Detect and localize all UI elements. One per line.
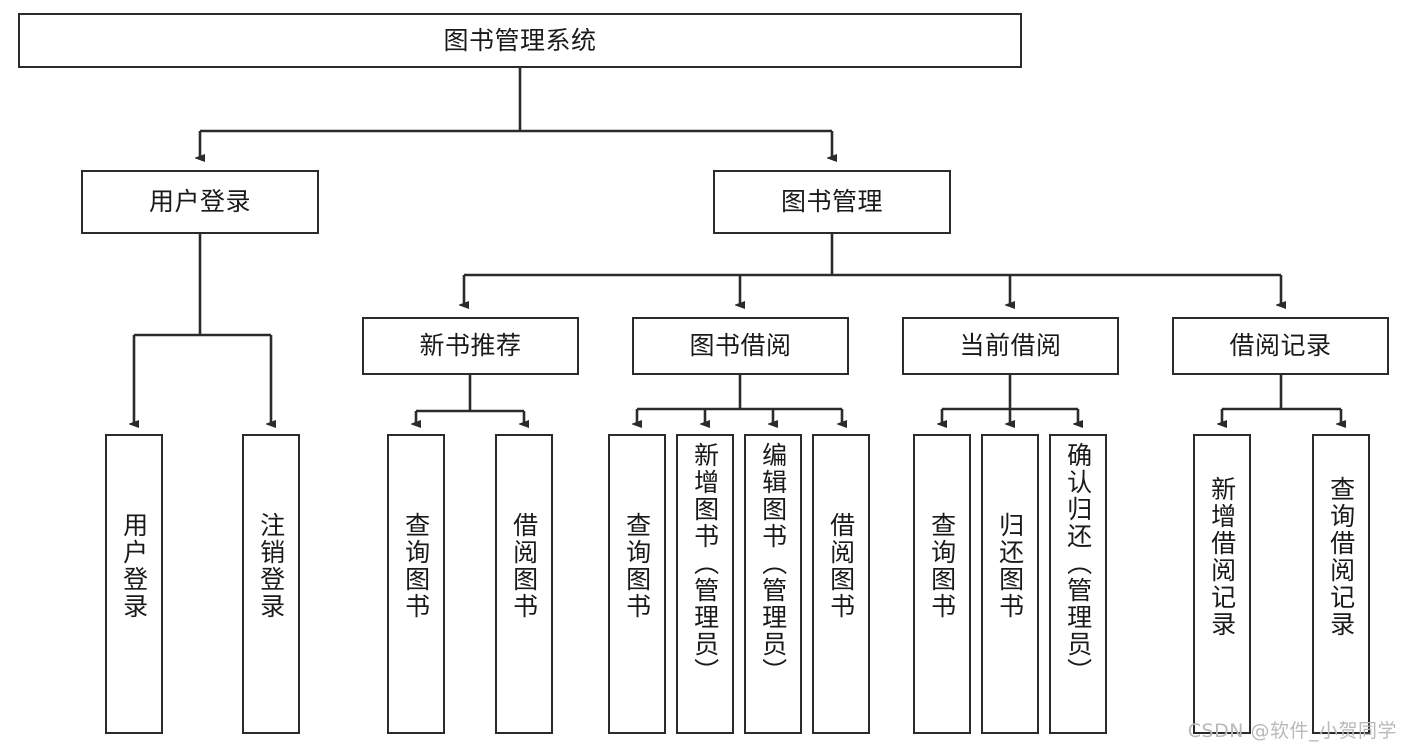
node-book-borrow[interactable]: 图书借阅	[632, 317, 849, 375]
node-leaf-add-book-label: 新增图书（管理员）	[690, 442, 720, 685]
watermark: CSDN @软件_小贺同学	[1187, 720, 1397, 742]
node-user-login[interactable]: 用户登录	[81, 170, 319, 234]
node-leaf-query-book-rec-label: 查询图书	[401, 512, 431, 620]
node-leaf-query-book-borrow-label: 查询图书	[622, 512, 652, 620]
node-leaf-user-login[interactable]: 用户登录	[105, 434, 163, 734]
node-root[interactable]: 图书管理系统	[18, 13, 1022, 68]
node-leaf-borrow-book[interactable]: 借阅图书	[812, 434, 870, 734]
node-leaf-edit-book-label: 编辑图书（管理员）	[758, 442, 788, 685]
node-leaf-user-logout-label: 注销登录	[256, 512, 286, 620]
node-current-borrow[interactable]: 当前借阅	[902, 317, 1119, 375]
node-borrow-record-label: 借阅记录	[1229, 331, 1332, 361]
node-current-borrow-label: 当前借阅	[959, 331, 1062, 361]
node-leaf-query-book-borrow[interactable]: 查询图书	[608, 434, 666, 734]
node-leaf-query-record-label: 查询借阅记录	[1326, 476, 1356, 638]
node-leaf-query-record[interactable]: 查询借阅记录	[1312, 434, 1370, 734]
node-user-login-label: 用户登录	[148, 187, 251, 217]
node-root-label: 图书管理系统	[443, 25, 597, 55]
node-borrow-record[interactable]: 借阅记录	[1172, 317, 1389, 375]
node-leaf-user-login-label: 用户登录	[119, 512, 149, 620]
node-leaf-query-book-rec[interactable]: 查询图书	[387, 434, 445, 734]
node-leaf-confirm-return-label: 确认归还（管理员）	[1063, 442, 1093, 685]
node-new-book-rec[interactable]: 新书推荐	[362, 317, 579, 375]
node-book-manage[interactable]: 图书管理	[713, 170, 951, 234]
node-leaf-query-book-current-label: 查询图书	[927, 512, 957, 620]
node-leaf-borrow-book-label: 借阅图书	[826, 512, 856, 620]
node-new-book-rec-label: 新书推荐	[419, 331, 522, 361]
node-leaf-query-book-current[interactable]: 查询图书	[913, 434, 971, 734]
node-book-manage-label: 图书管理	[780, 187, 883, 217]
node-leaf-add-record-label: 新增借阅记录	[1207, 476, 1237, 638]
node-book-borrow-label: 图书借阅	[689, 331, 792, 361]
node-leaf-return-book[interactable]: 归还图书	[981, 434, 1039, 734]
node-leaf-add-record[interactable]: 新增借阅记录	[1193, 434, 1251, 734]
node-leaf-borrow-book-rec[interactable]: 借阅图书	[495, 434, 553, 734]
node-leaf-edit-book[interactable]: 编辑图书（管理员）	[744, 434, 802, 734]
node-leaf-user-logout[interactable]: 注销登录	[242, 434, 300, 734]
node-leaf-return-book-label: 归还图书	[995, 512, 1025, 620]
node-leaf-confirm-return[interactable]: 确认归还（管理员）	[1049, 434, 1107, 734]
node-leaf-borrow-book-rec-label: 借阅图书	[509, 512, 539, 620]
node-leaf-add-book[interactable]: 新增图书（管理员）	[676, 434, 734, 734]
